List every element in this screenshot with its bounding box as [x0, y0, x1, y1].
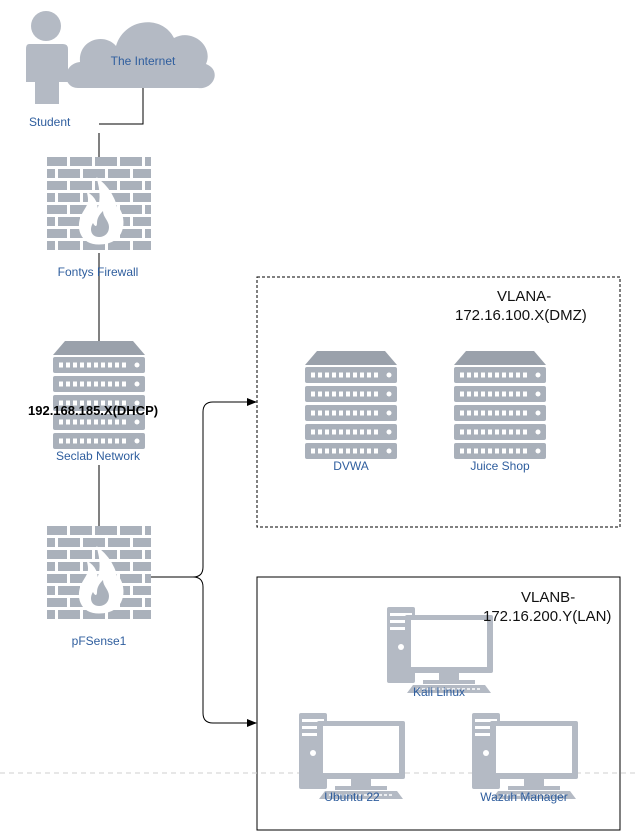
link-internet-firewall: [99, 88, 144, 125]
vlana-zone: [256, 276, 621, 528]
pfsense-label: pFSense1: [71, 634, 127, 648]
cloud-icon: [66, 22, 215, 89]
wazuh-label: Wazuh Manager: [480, 790, 568, 804]
dvwa-label: DVWA: [333, 459, 369, 473]
vlanb-subnet: 172.16.200.Y(LAN): [483, 608, 612, 625]
vlana-subnet: 172.16.100.X(DMZ): [455, 307, 587, 324]
user-icon: [26, 11, 68, 104]
seclab-network-label: Seclab Network: [55, 449, 141, 463]
seclab-server-icon: [53, 341, 145, 449]
kali-label: Kali Linux: [412, 685, 466, 699]
wazuh-pc-icon: [471, 712, 579, 800]
link-pfsense-vlanb: [192, 576, 257, 727]
link-pfsense-vlana: [150, 398, 257, 578]
vlanb-title: VLANB-: [521, 589, 576, 606]
fontys-firewall-icon: [45, 155, 153, 255]
fontys-firewall-label: Fontys Firewall: [57, 265, 139, 279]
connection-lines: [98, 88, 257, 727]
seclab-ip-label: 192.168.185.X(DHCP): [28, 403, 159, 418]
internet-label: The Internet: [110, 54, 176, 68]
dvwa-server-icon: [305, 351, 397, 459]
juice-shop-server-icon: [454, 351, 546, 459]
vlana-title: VLANA-: [497, 288, 552, 305]
student-label: Student: [29, 115, 71, 129]
kali-pc-icon: [386, 606, 494, 694]
ubuntu-pc-icon: [298, 712, 406, 800]
juice-shop-label: Juice Shop: [470, 459, 530, 473]
vlanb-zone: [256, 576, 621, 831]
ubuntu-label: Ubuntu 22: [324, 790, 380, 804]
pfsense-firewall-icon: [45, 524, 153, 624]
